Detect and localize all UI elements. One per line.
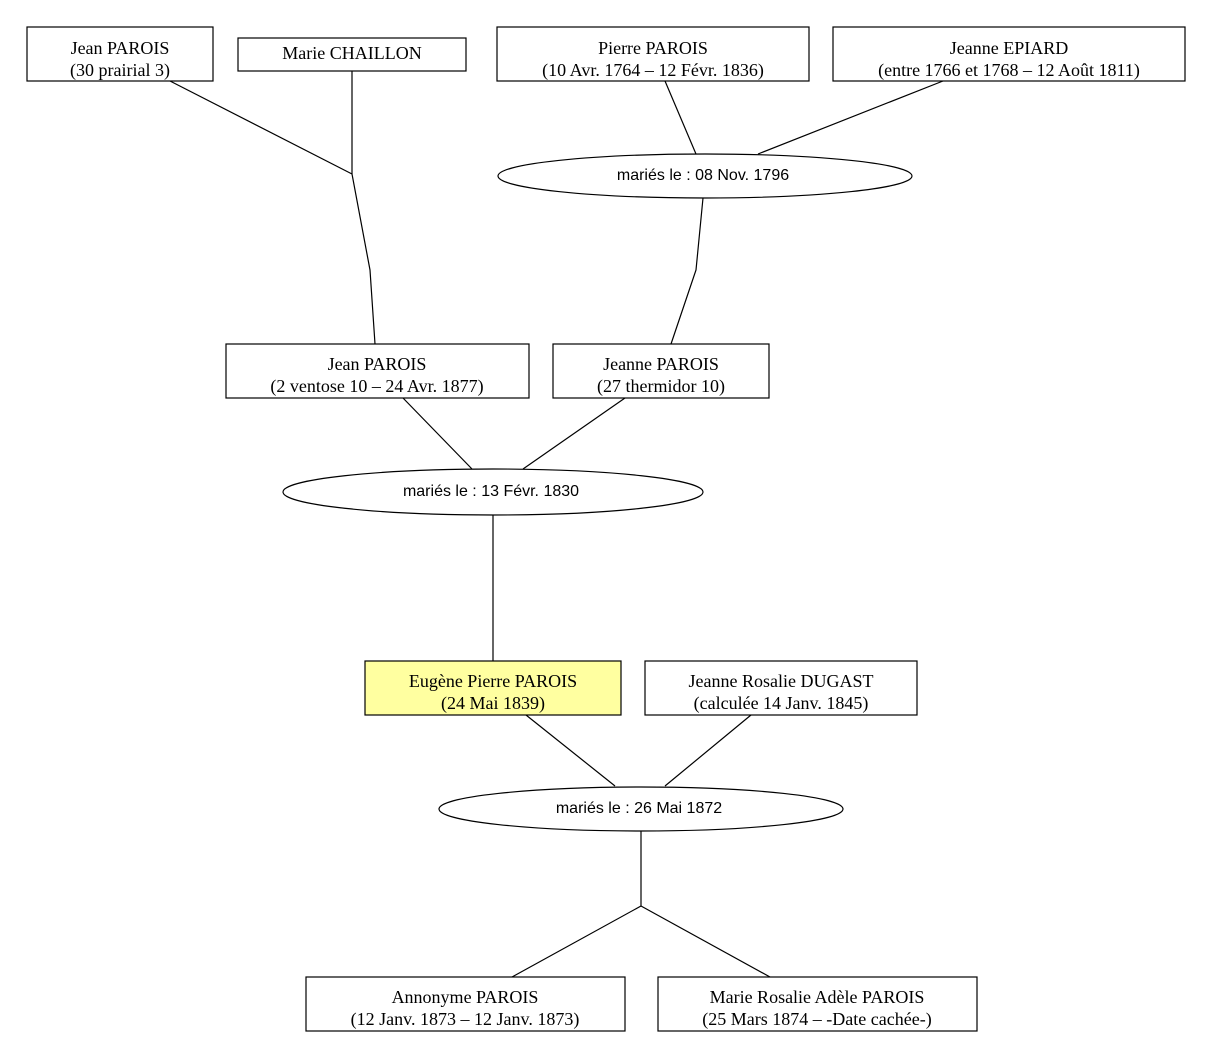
person-jean-parois-grandfather[interactable]: Jean PAROIS (30 prairial 3) <box>26 26 214 82</box>
edge-junction-to-marie-rosalie <box>640 905 771 978</box>
person-name: Jeanne Rosalie DUGAST <box>689 671 874 691</box>
edge-jean-gp-to-junction <box>169 80 353 175</box>
person-name: Pierre PAROIS <box>598 38 708 58</box>
person-dates: (calculée 14 Janv. 1845) <box>694 693 869 714</box>
person-dates: (12 Janv. 1873 – 12 Janv. 1873) <box>351 1009 580 1030</box>
person-dates: (10 Avr. 1764 – 12 Févr. 1836) <box>542 60 764 81</box>
edge-jeanne-to-m1830 <box>522 397 626 470</box>
marriage-1872[interactable]: mariés le : 26 Mai 1872 <box>438 786 844 832</box>
person-marie-rosalie-adele-parois[interactable]: Marie Rosalie Adèle PAROIS (25 Mars 1874… <box>657 976 978 1032</box>
edge-junction-to-jean-parois <box>351 173 376 345</box>
person-pierre-parois[interactable]: Pierre PAROIS (10 Avr. 1764 – 12 Févr. 1… <box>496 26 810 82</box>
marriage-label: mariés le : 26 Mai 1872 <box>556 800 722 817</box>
person-jeanne-epiard[interactable]: Jeanne EPIARD (entre 1766 et 1768 – 12 A… <box>832 26 1186 82</box>
tree-edges <box>169 71 944 978</box>
person-jean-parois[interactable]: Jean PAROIS (2 ventose 10 – 24 Avr. 1877… <box>225 343 530 399</box>
person-dates: (entre 1766 et 1768 – 12 Août 1811) <box>878 60 1140 81</box>
person-marie-chaillon[interactable]: Marie CHAILLON <box>237 37 467 72</box>
person-name: Jean PAROIS <box>328 354 427 374</box>
person-name: Jeanne PAROIS <box>603 354 719 374</box>
person-name: Eugène Pierre PAROIS <box>409 671 577 691</box>
person-name: Marie CHAILLON <box>282 43 421 63</box>
person-dates: (24 Mai 1839) <box>441 693 545 714</box>
person-name: Jean PAROIS <box>71 38 170 58</box>
person-dates: (27 thermidor 10) <box>597 376 725 397</box>
person-dates: (2 ventose 10 – 24 Avr. 1877) <box>270 376 483 397</box>
person-name: Annonyme PAROIS <box>392 987 539 1007</box>
marriage-1830[interactable]: mariés le : 13 Févr. 1830 <box>282 468 704 516</box>
edge-m1796-to-jeanne-parois <box>670 197 704 345</box>
marriage-label: mariés le : 08 Nov. 1796 <box>617 167 789 184</box>
person-name: Jeanne EPIARD <box>950 38 1068 58</box>
person-dates: (25 Mars 1874 – -Date cachée-) <box>702 1009 931 1030</box>
edge-eugene-to-m1872 <box>525 714 616 787</box>
person-dates: (30 prairial 3) <box>70 60 170 81</box>
edge-junction-to-annonyme <box>511 905 642 978</box>
edge-jean-to-m1830 <box>402 397 473 470</box>
person-jeanne-parois[interactable]: Jeanne PAROIS (27 thermidor 10) <box>552 343 770 399</box>
edge-epiard-to-m1796 <box>757 80 944 155</box>
edge-pierre-to-m1796 <box>664 80 697 155</box>
person-eugene-pierre-parois[interactable]: Eugène Pierre PAROIS (24 Mai 1839) <box>364 660 622 716</box>
person-jeanne-rosalie-dugast[interactable]: Jeanne Rosalie DUGAST (calculée 14 Janv.… <box>644 660 918 716</box>
person-annonyme-parois[interactable]: Annonyme PAROIS (12 Janv. 1873 – 12 Janv… <box>305 976 626 1032</box>
edge-dugast-to-m1872 <box>664 714 752 787</box>
person-name: Marie Rosalie Adèle PAROIS <box>710 987 925 1007</box>
marriage-label: mariés le : 13 Févr. 1830 <box>403 483 579 500</box>
marriage-1796[interactable]: mariés le : 08 Nov. 1796 <box>497 153 913 199</box>
